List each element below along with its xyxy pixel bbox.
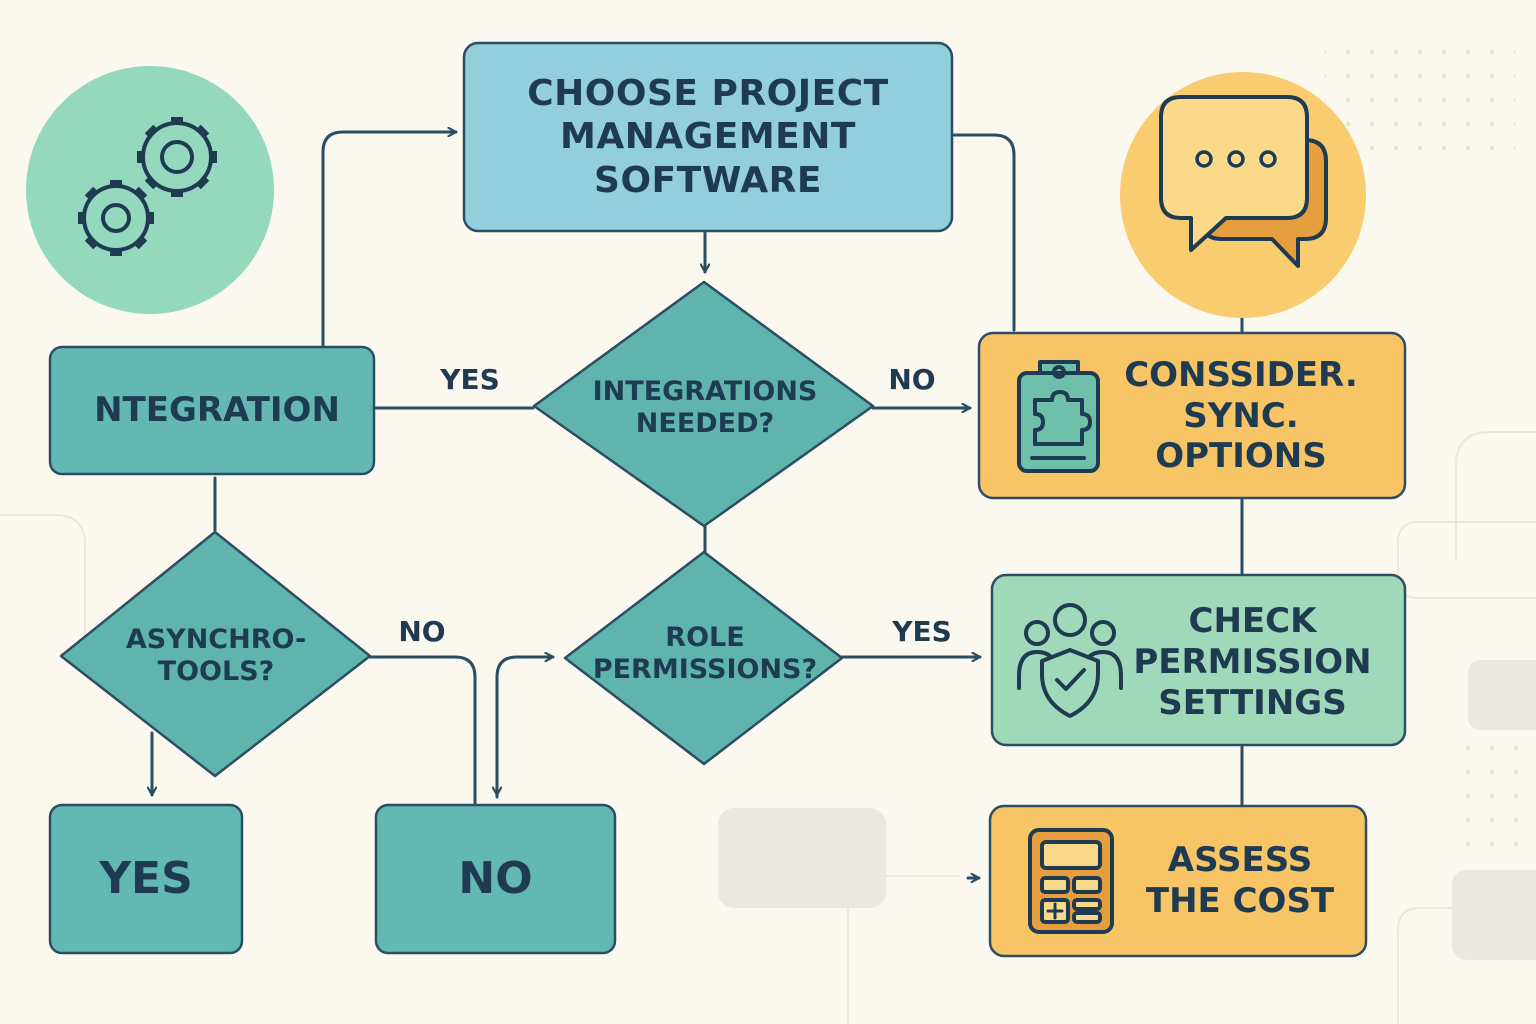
yes-box[interactable] [48, 803, 244, 955]
edge-label-integration-yes: YES [440, 363, 500, 397]
connector-choose-to-consider [952, 133, 1016, 332]
clipboard-puzzle-icon [1017, 360, 1100, 473]
calculator-icon [1028, 828, 1114, 934]
integration-box[interactable] [48, 345, 376, 476]
choose-software-box[interactable] [462, 41, 954, 233]
check-permission-label: CHECK PERMISSION SETTINGS [1133, 601, 1372, 723]
connectors [152, 132, 1244, 878]
connector-asynchro-to-no [368, 655, 477, 805]
connector-no-to-role [495, 657, 555, 799]
role-permissions-diamond[interactable] [563, 550, 844, 766]
integration-label: NTEGRATION [94, 390, 340, 431]
consider-sync-label: CONSSIDER. SYNC. OPTIONS [1124, 354, 1358, 477]
integrations-needed-diamond[interactable] [532, 280, 875, 528]
edge-label-asynchro-no: NO [398, 615, 446, 649]
edge-label-integrations-no: NO [888, 363, 936, 397]
asynchro-tools-diamond[interactable] [59, 530, 372, 778]
connector-integration-to-choose [321, 132, 458, 347]
no-box-label: NO [458, 852, 533, 904]
background-decoration [0, 30, 1536, 1024]
asynchro-tools-label: ASYNCHRO- TOOLS? [125, 623, 307, 687]
chat-bubbles-icon [1120, 72, 1366, 318]
role-permissions-label: ROLE PERMISSIONS? [592, 621, 818, 685]
no-box[interactable] [374, 803, 617, 955]
integrations-needed-label: INTEGRATIONS NEEDED? [592, 375, 818, 439]
team-check-icon [1017, 603, 1123, 718]
check-permission-box[interactable] [990, 573, 1407, 747]
assess-cost-label: ASSESS THE COST [1145, 839, 1335, 921]
edge-label-role-yes: YES [892, 615, 952, 649]
yes-box-label: YES [99, 852, 193, 904]
gears-icon [26, 66, 274, 314]
choose-software-label: CHOOSE PROJECT MANAGEMENT SOFTWARE [527, 73, 889, 201]
